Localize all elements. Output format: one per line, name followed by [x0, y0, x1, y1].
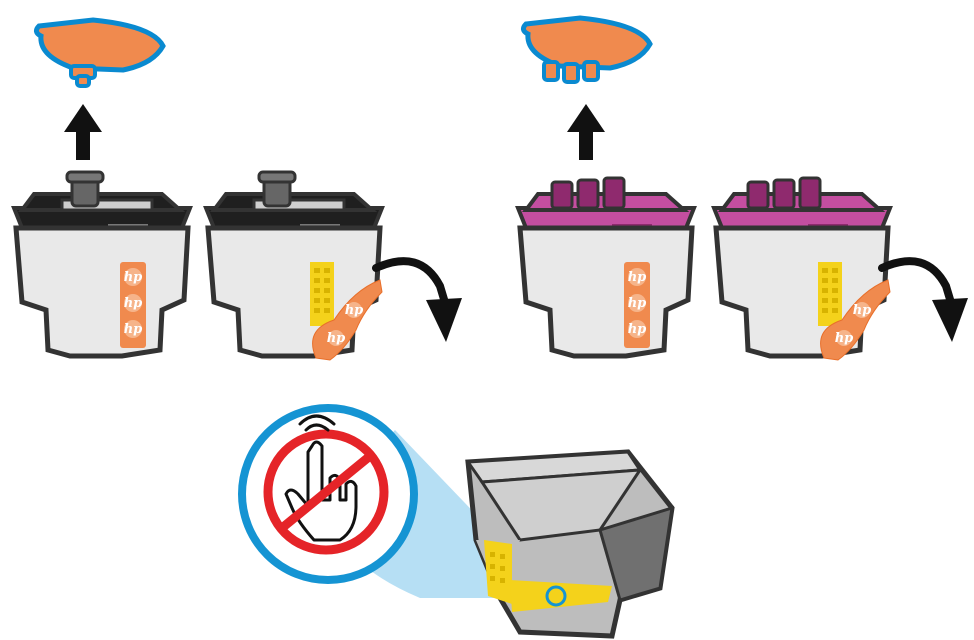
plug-peg: [582, 60, 600, 82]
plug-peg: [542, 60, 560, 82]
cartridge-body: [517, 225, 695, 359]
grey-cartridge-angled: [465, 449, 675, 639]
hp-logo: hp: [628, 322, 647, 337]
color-nozzle: [602, 176, 626, 210]
hp-logo: hp: [853, 303, 872, 318]
color-nozzle: [550, 180, 574, 210]
plug-cap-top: [33, 17, 166, 73]
do-not-touch-contacts-section: [238, 404, 675, 639]
remove-plug-up-arrow-icon: [64, 104, 102, 160]
color-cartridge-section: hp hp hp hp: [515, 15, 968, 361]
ink-contacts: [818, 262, 842, 326]
plug-peg: [562, 62, 580, 84]
plug-tip: [75, 74, 91, 88]
prohibition-slash: [277, 451, 375, 533]
color-cartridge-tape-peeling: hp hp: [711, 176, 893, 361]
cartridge-body: [13, 225, 191, 359]
hp-logo: hp: [124, 296, 143, 311]
peel-tape-curved-arrow-icon: [878, 257, 968, 342]
peel-tape-curved-arrow-icon: [372, 257, 462, 342]
ink-contacts: [310, 262, 334, 326]
ink-contacts: [484, 540, 512, 604]
contact-highlight-circle: [545, 585, 567, 607]
hp-logo: hp: [124, 270, 143, 285]
color-plug-cap: [520, 15, 653, 84]
black-cartridge-tape-peeling: hp hp: [203, 170, 385, 361]
ink-contacts-strip: [510, 580, 612, 612]
no-touch-icon: [238, 404, 418, 584]
color-cartridge-unsealed: hp hp hp: [515, 176, 697, 359]
hp-logo: hp: [628, 296, 647, 311]
black-cartridge-section: hp hp hp: [11, 17, 462, 361]
remove-plug-up-arrow-icon: [567, 104, 605, 160]
hp-logo: hp: [327, 331, 346, 346]
color-nozzle: [576, 178, 600, 210]
hp-logo: hp: [835, 331, 854, 346]
hp-logo: hp: [124, 322, 143, 337]
hp-logo: hp: [628, 270, 647, 285]
hp-logo: hp: [345, 303, 364, 318]
black-cartridge-unsealed: hp hp hp: [11, 170, 193, 359]
black-plug-cap: [33, 17, 166, 88]
